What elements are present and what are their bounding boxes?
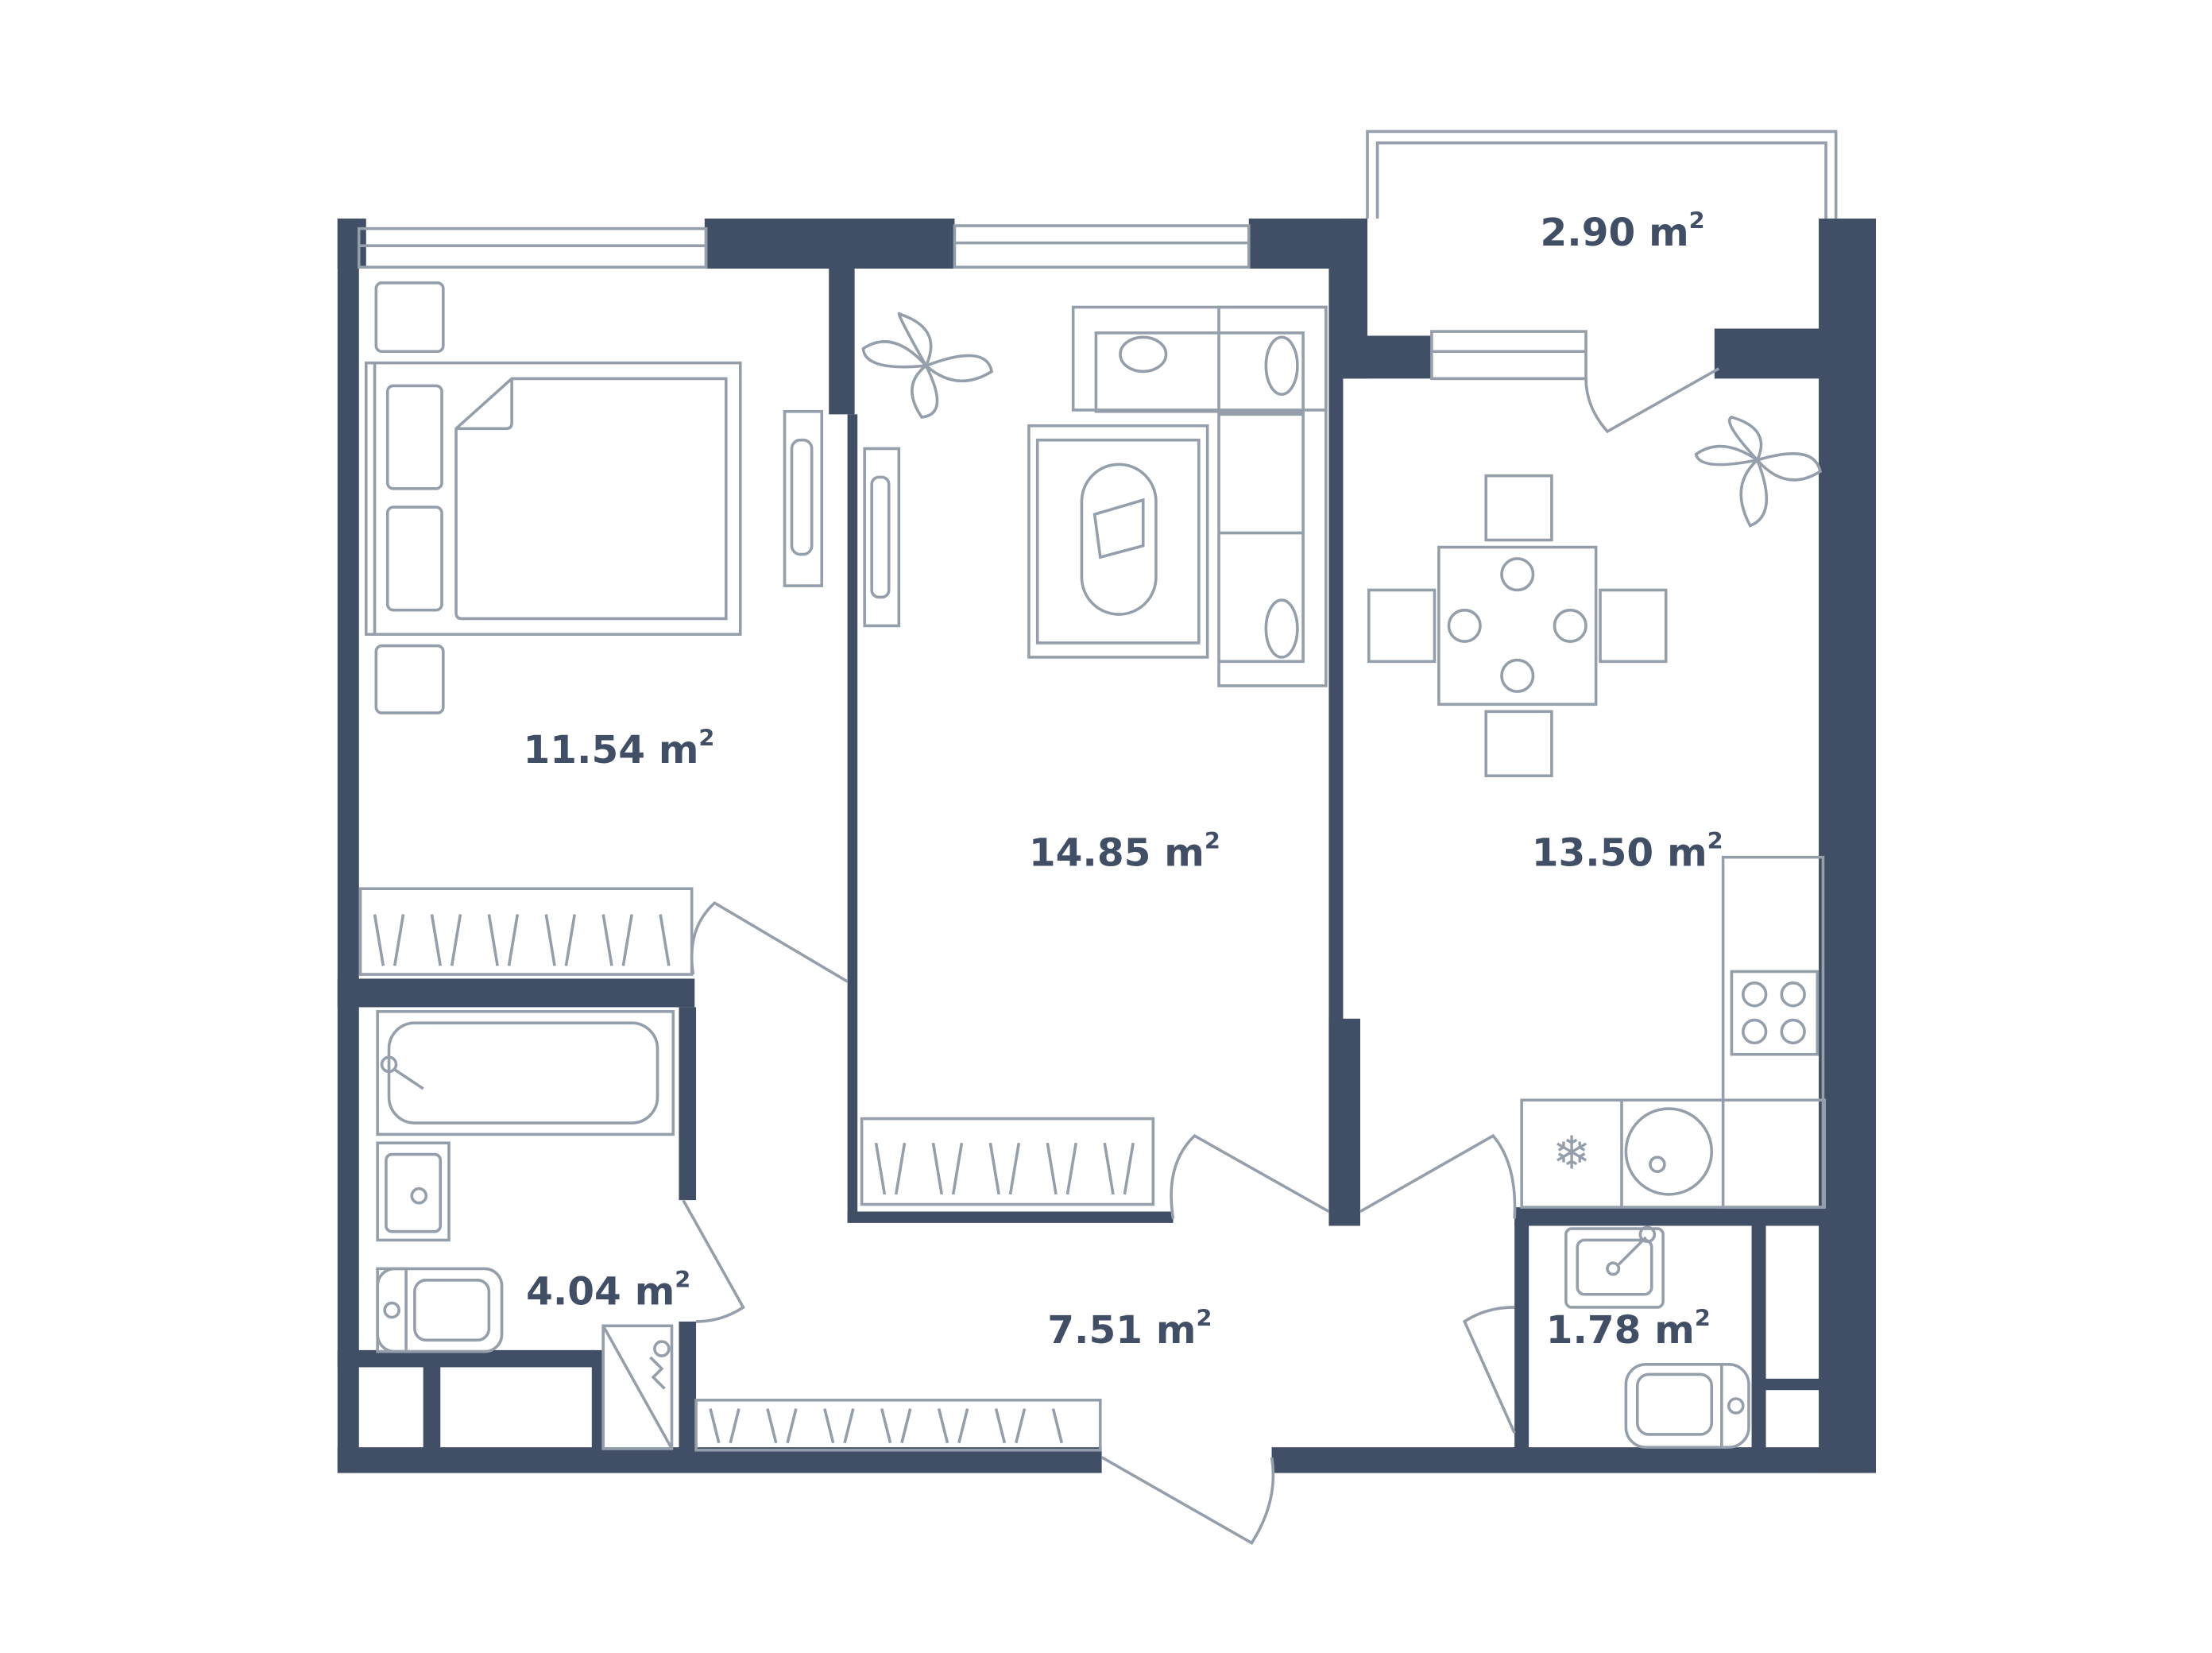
doors	[682, 367, 1720, 1545]
living-room-furniture	[860, 305, 1328, 1206]
kitchen-furniture: ❄	[1367, 416, 1827, 1209]
toilet-furniture	[1564, 1225, 1750, 1449]
area-label-toilet: 1.78 m2	[1546, 1304, 1711, 1353]
area-label-kitchen: 13.50 m2	[1532, 827, 1723, 876]
snowflake-icon: ❄	[1553, 1129, 1591, 1179]
bedroom-furniture	[358, 281, 824, 976]
area-label-bedroom: 11.54 m2	[524, 724, 715, 772]
area-label-living-room: 14.85 m2	[1029, 827, 1220, 876]
plant-icon	[1694, 416, 1822, 528]
windows	[357, 130, 1838, 381]
area-label-balcony: 2.90 m2	[1541, 207, 1705, 256]
bathroom-furniture	[376, 1010, 1102, 1452]
area-label-hallway: 7.51 m2	[1047, 1304, 1212, 1353]
walls	[337, 219, 1876, 1473]
plant-icon	[861, 312, 994, 419]
area-label-bathroom: 4.04 m2	[526, 1266, 690, 1314]
